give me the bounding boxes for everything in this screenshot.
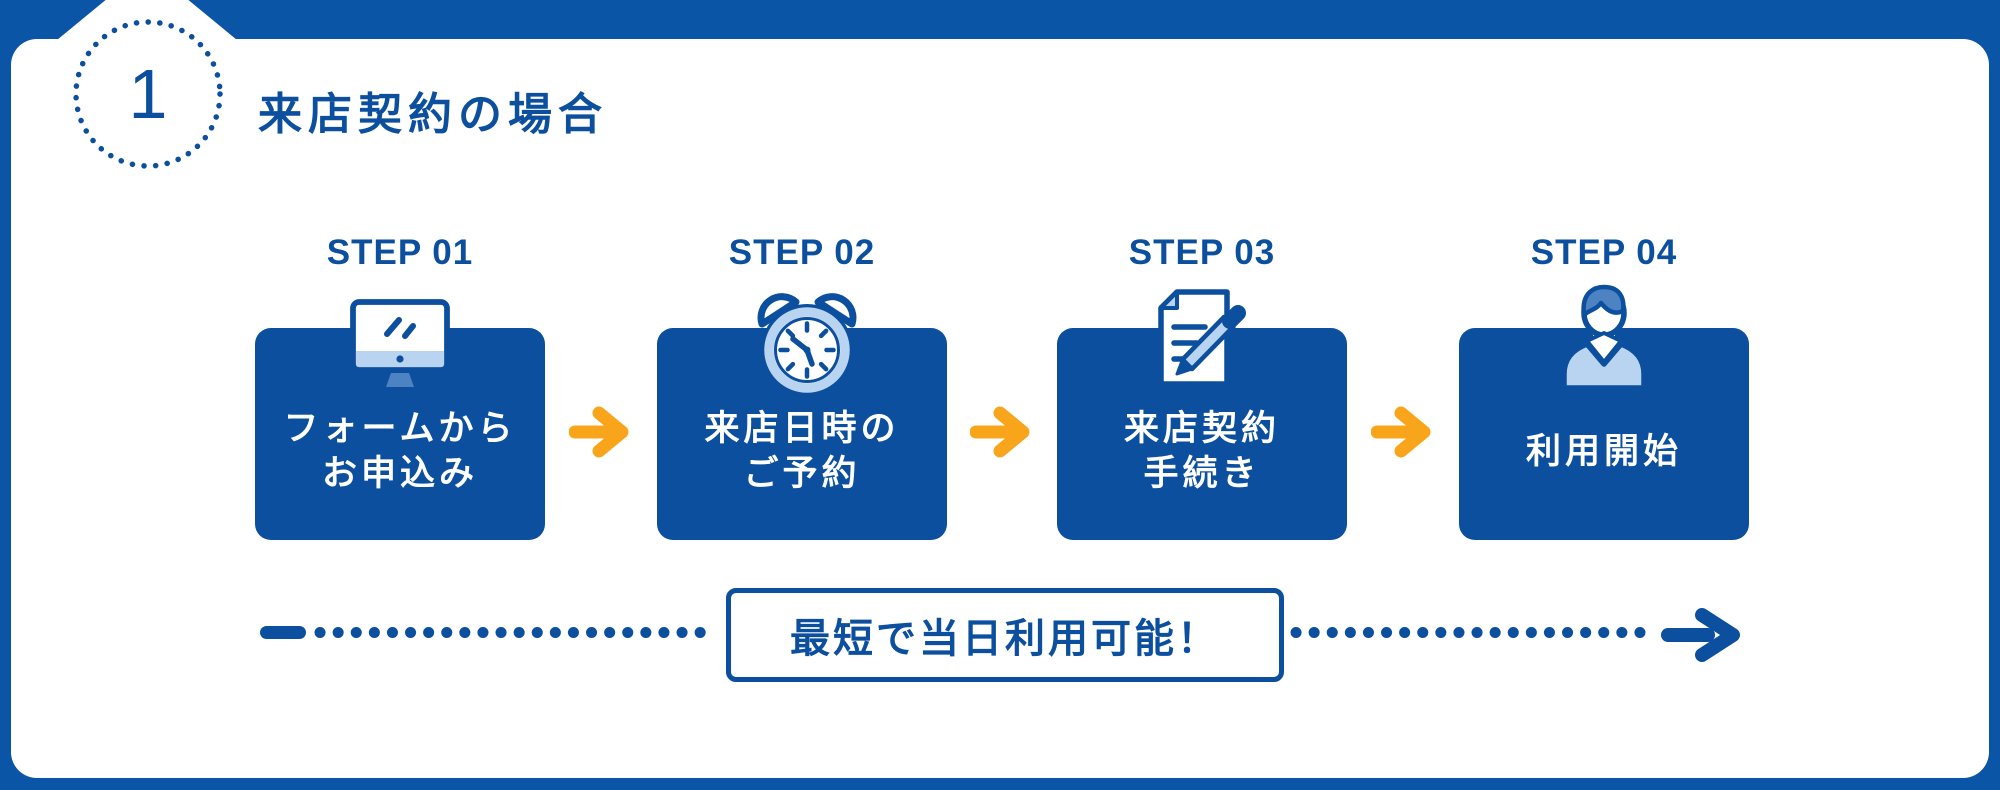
flow-arrow-icon [970, 406, 1030, 458]
badge-number: 1 [128, 55, 168, 133]
document-pencil-icon [1158, 289, 1246, 387]
step-04-line1: 利用開始 [1525, 431, 1682, 471]
step-01-text: フォームから お申込み [255, 392, 545, 510]
step-01-line1: フォームから [283, 409, 517, 448]
timeline-dots-left [314, 627, 714, 638]
timeline-dash [260, 626, 306, 639]
step-02-text: 来店日時の ご予約 [657, 392, 947, 510]
step-03-text: 来店契約 手続き [1057, 392, 1347, 510]
step-01-line2: お申込み [321, 454, 478, 493]
step-03-line2: 手続き [1143, 454, 1261, 493]
step-02-label: STEP 02 [728, 233, 876, 272]
timeline-arrow-icon [1661, 608, 1740, 662]
step-02-line2: ご予約 [743, 454, 861, 493]
alarm-clock-icon [757, 293, 857, 396]
page-title: 来店契約の場合 [258, 90, 608, 139]
flow-arrow-icon [569, 406, 629, 458]
flow-arrow-icon [1371, 406, 1431, 458]
step-01-label: STEP 01 [326, 233, 474, 272]
desktop-computer-icon [350, 299, 450, 387]
person-icon [1561, 284, 1647, 390]
step-03-label: STEP 03 [1128, 233, 1276, 272]
timeline-dots-right [1290, 627, 1648, 638]
step-04-text: 利用開始 [1459, 392, 1749, 510]
step-03-line1: 来店契約 [1123, 409, 1280, 448]
timeline-callout: 最短で当日利用可能！ [726, 588, 1284, 682]
step-02-line1: 来店日時の [704, 409, 900, 448]
timeline-callout-text: 最短で当日利用可能！ [790, 617, 1220, 661]
step-number-badge [73, 19, 223, 169]
step-04-label: STEP 04 [1530, 233, 1678, 272]
